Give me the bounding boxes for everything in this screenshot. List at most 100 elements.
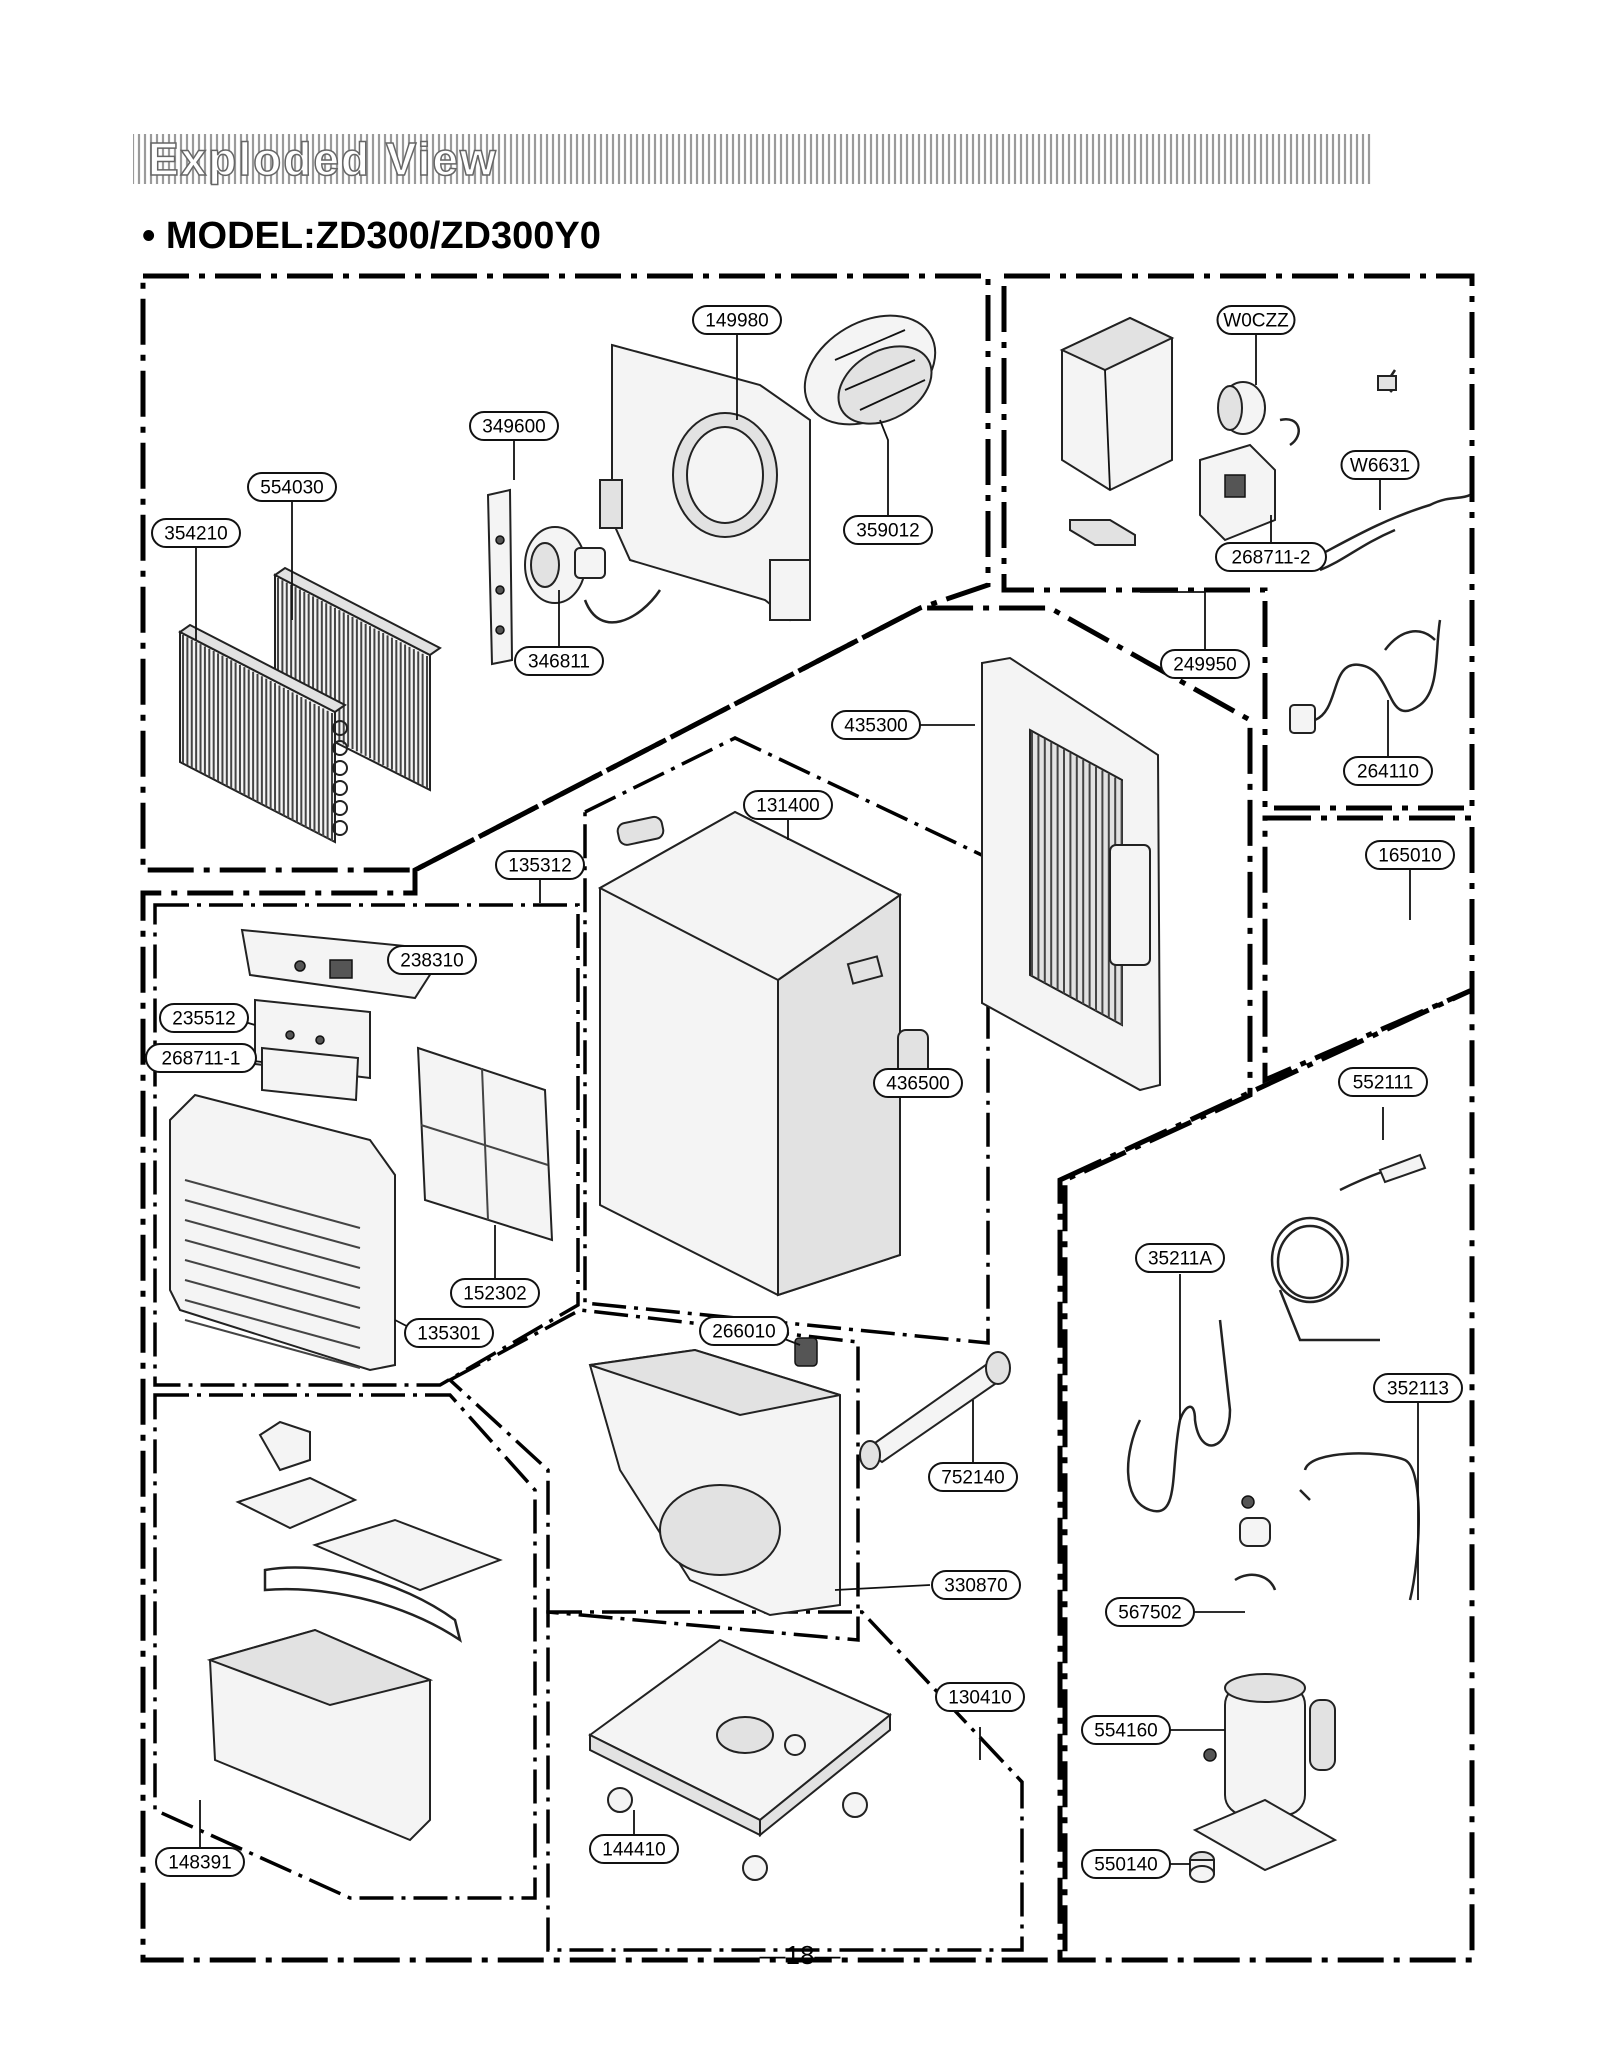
page-number: —18— [759,1940,841,1970]
callout-354210: 354210 [151,518,241,548]
callout-266010: 266010 [699,1316,789,1346]
header-title: Exploded View [147,133,498,185]
capacitor [1217,381,1300,447]
callout-435300: 435300 [831,710,921,740]
callout-554030: 554030 [247,472,337,502]
callout-label: 131400 [756,796,819,817]
drain-hose [859,1351,1011,1470]
callout-330870: 330870 [931,1570,1021,1600]
callout-label: 148391 [168,1853,231,1874]
evaporator-coil-front [178,623,348,844]
callout-label: 152302 [463,1284,526,1305]
bucket-lid [235,1476,358,1530]
leader-lines [195,330,1419,1865]
callout-label: 567502 [1118,1603,1181,1624]
capillary-tube [1270,1153,1427,1342]
callout-550140: 550140 [1081,1849,1171,1879]
drain-pan [588,1348,841,1617]
callout-label: 135312 [508,856,571,877]
pcb-bracket [261,1046,360,1102]
sensor-lead [1377,369,1397,393]
callout-label: 165010 [1378,846,1441,867]
compressor-grommet [1189,1748,1217,1883]
callout-label: 435300 [844,716,907,737]
air-filter [416,1046,554,1242]
callout-label: 352113 [1387,1379,1449,1400]
callout-238310: 238310 [387,945,477,975]
caster-wheels [607,1734,868,1881]
subpanel-base-pan [546,1610,1024,1952]
callout-148391: 148391 [155,1847,245,1877]
callout-label: 268711-1 [162,1049,241,1070]
callout-label: 554030 [260,478,323,499]
callout-labels: 149980 349600 554030 354210 359012 346811 W0CZ… [145,305,1463,1879]
callout-752140: 752140 [928,1462,1018,1492]
fan-blower-wheel [803,314,937,426]
bucket-cover [312,1518,503,1592]
callout-label: 550140 [1094,1855,1157,1876]
callout-label: 346811 [528,652,590,673]
header-band [133,134,1371,184]
callout-label: 354210 [164,524,227,545]
callout-346811: 346811 [514,646,604,676]
front-grille [169,1093,396,1372]
compressor [1192,1673,1338,1872]
callout-552111: 552111 [1338,1067,1428,1097]
callout-label: 249950 [1173,655,1236,676]
panel-fan-assembly [140,273,991,873]
power-cord-harness [1289,619,1442,734]
callout-label: 552111 [1353,1073,1414,1094]
pcb-relay-board [1199,443,1276,542]
subpanel-cabinet-body [583,736,990,1345]
callout-165010: 165010 [1365,840,1455,870]
subpanel-water-bucket [153,1393,537,1900]
fan-motor [524,526,662,624]
callout-label: 554160 [1094,1721,1157,1742]
callout-554160: 554160 [1081,1715,1171,1745]
callout-label: 238310 [400,951,463,972]
water-bucket [206,1628,434,1842]
callout-235512: 235512 [159,1003,249,1033]
callout-35211a: 35211A [1135,1243,1225,1273]
cabinet-handle-top [616,815,665,846]
overload-protector [1234,1495,1277,1591]
callout-249950: 249950 [1160,649,1250,679]
rear-grille-panel [981,656,1162,1092]
wire-harness-w6631 [1309,493,1471,572]
flat-cable [1069,519,1136,546]
callout-label: 268711-2 [1232,548,1311,569]
callout-567502: 567502 [1105,1597,1195,1627]
control-panel-overlay [240,928,435,1000]
panel-refrigeration [1057,986,1475,1963]
callout-label: W0CZZ [1223,311,1289,332]
callout-label: 35211A [1148,1249,1212,1270]
callout-135301: 135301 [404,1318,494,1348]
suction-pipe [1126,1319,1232,1513]
callout-label: 135301 [417,1324,480,1345]
motor-bracket [486,488,514,666]
callout-label: 130410 [948,1688,1011,1709]
bucket-handle [263,1566,462,1643]
fan-housing [599,343,811,622]
callout-144410: 144410 [589,1834,679,1864]
panel-cabinet [140,605,1253,1963]
callout-436500: 436500 [873,1068,963,1098]
callout-label: 752140 [941,1468,1004,1489]
callout-label: 144410 [602,1840,665,1861]
panel-electrical-box [1001,273,1475,811]
discharge-pipe [1299,1452,1420,1601]
subpanel-drain-pan [447,1308,860,1642]
callout-352113: 352113 [1373,1373,1463,1403]
callout-label: 264110 [1357,762,1419,783]
callout-131400: 131400 [743,790,833,820]
callout-label: 359012 [856,521,919,542]
callout-label: 330870 [944,1576,1007,1597]
callout-label: 266010 [712,1322,775,1343]
callout-label: 149980 [705,311,768,332]
callout-w0czz: W0CZZ [1216,305,1296,335]
callout-label: 349600 [482,417,545,438]
callout-130410: 130410 [935,1682,1025,1712]
callout-349600: 349600 [469,411,559,441]
